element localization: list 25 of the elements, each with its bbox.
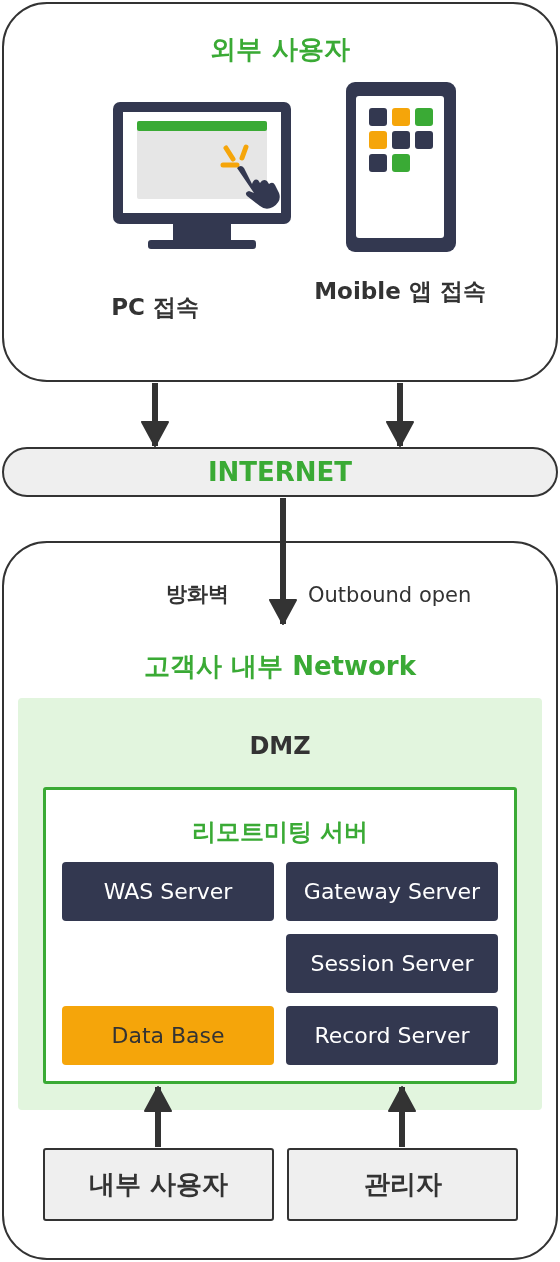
arrow: [269, 498, 297, 625]
group-title: 리모트미팅 서버: [191, 817, 369, 848]
server-box: WAS Server: [62, 862, 274, 921]
edge-label: Outbound open: [308, 583, 472, 607]
arrow: [141, 383, 169, 447]
server-box: Record Server: [286, 1006, 498, 1065]
firewall-label: 방화벽: [166, 581, 229, 608]
group-box: [2, 541, 558, 1260]
group-box: [2, 2, 558, 382]
server-box: Gateway Server: [286, 862, 498, 921]
arrow: [144, 1086, 172, 1147]
arrow: [388, 1086, 416, 1147]
network-pill: INTERNET: [2, 447, 558, 497]
arrow: [386, 383, 414, 447]
zone-panel: [18, 698, 542, 1110]
server-box: Session Server: [286, 934, 498, 993]
group-title: 외부 사용자: [210, 33, 350, 66]
user-box: 관리자: [287, 1148, 518, 1221]
device-label: Moible 앱 접속: [314, 278, 486, 304]
device-label: PC 접속: [111, 294, 199, 320]
database-box: Data Base: [62, 1006, 274, 1065]
group-title: 고객사 내부 Network: [144, 650, 416, 683]
zone-title: DMZ: [249, 732, 311, 760]
server-group-box: [43, 787, 517, 1084]
user-box: 내부 사용자: [43, 1148, 274, 1221]
